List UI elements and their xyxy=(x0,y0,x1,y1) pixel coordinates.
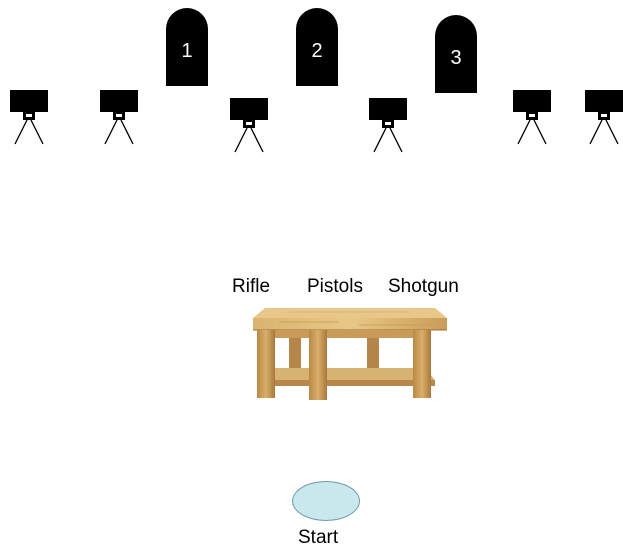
target-2-label: 2 xyxy=(296,41,338,61)
popper-target-icon xyxy=(585,90,623,146)
target-3: 3 xyxy=(435,15,477,93)
target-1-label: 1 xyxy=(166,41,208,61)
table-label-pistols: Pistols xyxy=(307,276,363,298)
start-position-marker xyxy=(292,481,360,521)
popper-target-icon xyxy=(369,98,407,154)
popper-target-icon xyxy=(513,90,551,146)
table-label-shotgun: Shotgun xyxy=(388,276,459,298)
table-label-rifle: Rifle xyxy=(232,276,270,298)
popper-target-icon xyxy=(100,90,138,146)
popper-target-icon xyxy=(10,90,48,146)
popper-target-icon xyxy=(230,98,268,154)
target-2: 2 xyxy=(296,8,338,86)
target-3-label: 3 xyxy=(435,48,477,68)
start-label: Start xyxy=(298,527,338,549)
target-1: 1 xyxy=(166,8,208,86)
wooden-table-icon xyxy=(249,302,449,402)
